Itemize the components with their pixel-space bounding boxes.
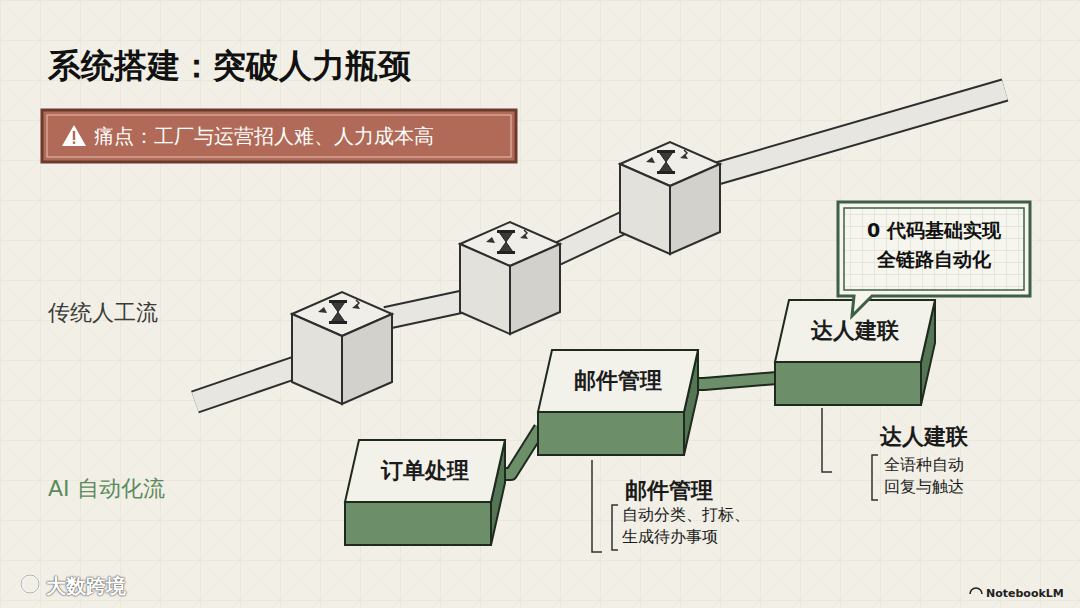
- flow-track: [501, 428, 540, 474]
- annotation: 自动分类、打标、生成待办事项: [622, 504, 758, 549]
- callout-text: 0 代码基础实现 全链路自动化: [860, 216, 1008, 275]
- flow-track: [501, 428, 540, 474]
- watermark: NotebookLM: [986, 586, 1064, 601]
- shape-part: [47, 115, 511, 157]
- flow-label: AI 自动化流: [48, 474, 165, 505]
- shape-part: [538, 412, 684, 455]
- slab-shape: [345, 440, 505, 545]
- slide-title: 系统搭建：突破人力瓶颈: [48, 44, 411, 89]
- box-label: 订单处理: [381, 456, 469, 486]
- shape-part: [838, 202, 1030, 316]
- pain-point-banner: 痛点：工厂与运营招人难、人力成本高: [42, 110, 516, 162]
- annotation: 邮件管理: [625, 476, 713, 507]
- flow-track: [694, 378, 777, 384]
- shape-part: [844, 208, 1024, 290]
- warning-icon: [73, 142, 75, 144]
- flow-track: [694, 378, 777, 384]
- flow-track: [501, 428, 540, 474]
- flow-label: 传统人工流: [48, 298, 158, 329]
- annotation: 全语种自动回复与触达: [884, 454, 968, 499]
- shape-part: [42, 110, 516, 162]
- slab-shape: [775, 300, 935, 405]
- box-label: 达人建联: [811, 316, 899, 346]
- banner-text: 痛点：工厂与运营招人难、人力成本高: [94, 123, 434, 150]
- shape-part: [345, 440, 505, 502]
- watermark: 大数跨境: [46, 572, 126, 600]
- warning-icon: [62, 125, 86, 146]
- shape-part: [538, 350, 698, 412]
- slab-shape: [538, 350, 698, 455]
- annotation: 达人建联: [880, 422, 968, 453]
- flow-track: [694, 378, 777, 384]
- warning-icon: [73, 131, 75, 140]
- process-box: 邮件管理: [538, 350, 698, 455]
- shape-part: [345, 502, 491, 545]
- process-box: 订单处理: [345, 440, 505, 545]
- box-label: 邮件管理: [574, 366, 662, 396]
- process-box: 达人建联: [775, 300, 935, 405]
- callout-bubble: 0 代码基础实现 全链路自动化: [838, 202, 1030, 296]
- shape-part: [775, 362, 921, 405]
